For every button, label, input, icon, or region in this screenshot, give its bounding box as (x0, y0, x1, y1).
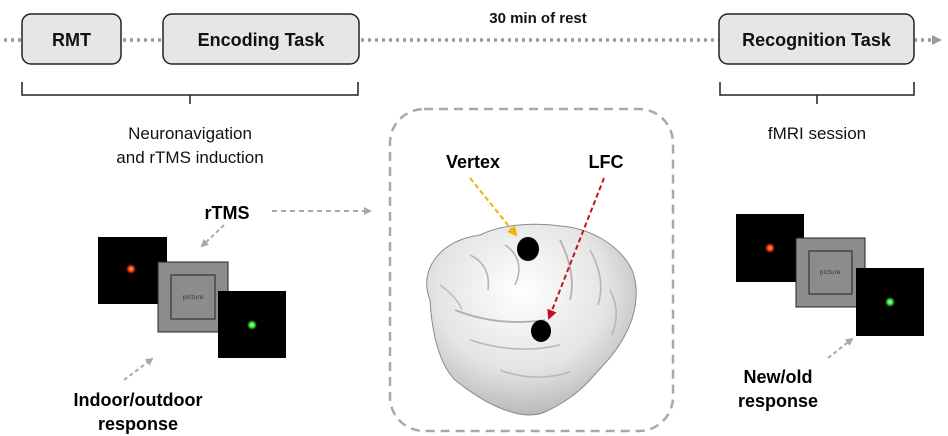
right-fixation-screen-red (736, 214, 804, 282)
vertex-arrow (469, 177, 518, 237)
brain-panel (388, 107, 675, 433)
lfc-label: LFC (589, 152, 624, 172)
left-response-arrow (123, 357, 154, 381)
picture-placeholder-label: picture (183, 294, 204, 301)
green-fixation-dot (247, 320, 257, 330)
right-brace (719, 82, 915, 104)
brain-icon (426, 223, 637, 416)
caption-fmri-session: fMRI session (768, 124, 866, 143)
rtms-label: rTMS (205, 203, 250, 223)
caption-rtms-induction: and rTMS induction (116, 148, 263, 167)
rmt-box: RMT (21, 13, 122, 65)
new-old-response-line2: response (738, 391, 818, 411)
left-fixation-screen-red (98, 237, 167, 304)
vertex-site-marker (517, 237, 539, 261)
right-fixation-screen-green (856, 268, 924, 336)
rest-period-label: 30 min of rest (489, 10, 587, 27)
left-brace (21, 82, 359, 104)
lfc-site-marker (531, 320, 551, 342)
green-fixation-dot (885, 297, 895, 307)
indoor-outdoor-response-line1: Indoor/outdoor (74, 390, 203, 410)
left-fixation-screen-green (218, 291, 286, 358)
new-old-response-line1: New/old (743, 367, 812, 387)
recognition-task-label: Recognition Task (742, 30, 892, 50)
picture-placeholder-label: picture (820, 269, 841, 276)
right-picture-screen: picture (795, 237, 866, 308)
vertex-label: Vertex (446, 152, 500, 172)
rtms-to-screen-arrow (200, 224, 225, 248)
recognition-task-box: Recognition Task (718, 13, 915, 65)
indoor-outdoor-response-line2: response (98, 414, 178, 434)
rmt-label: RMT (52, 30, 91, 50)
encoding-task-label: Encoding Task (198, 30, 326, 50)
red-fixation-dot (765, 243, 775, 253)
caption-neuronavigation: Neuronavigation (128, 124, 252, 143)
red-fixation-dot (126, 264, 136, 274)
lfc-arrow (547, 177, 605, 320)
left-picture-screen: picture (157, 261, 229, 333)
encoding-task-box: Encoding Task (162, 13, 360, 65)
right-response-arrow (827, 337, 854, 359)
